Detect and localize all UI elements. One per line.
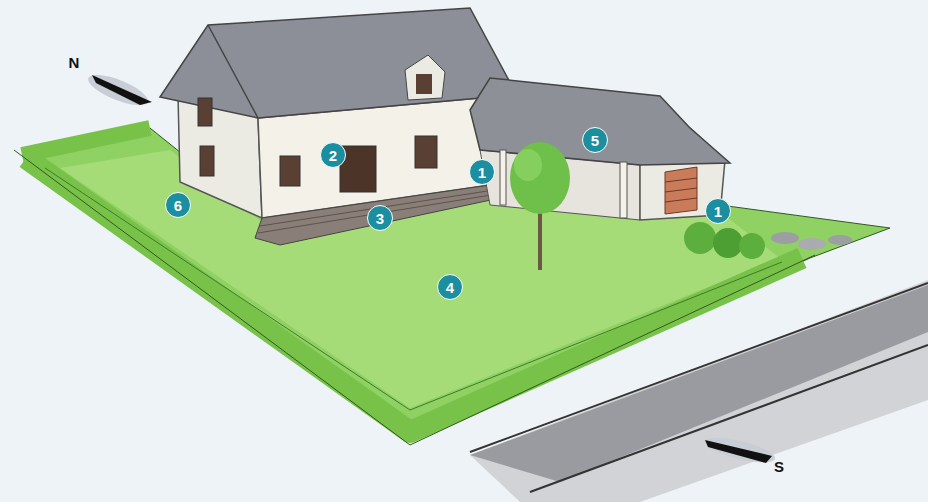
garage-part (470, 78, 730, 165)
house-part (416, 74, 432, 94)
garage-part (665, 167, 697, 214)
callout-number: 5 (582, 127, 608, 153)
callout-number: 4 (437, 274, 463, 300)
house-part (160, 8, 512, 118)
callout-number: 1 (469, 159, 495, 185)
garage-part (500, 150, 506, 205)
shrubs-and-path-part (828, 235, 852, 245)
shrubs-and-path-part (771, 232, 799, 244)
shrubs-and-path-part (713, 228, 743, 258)
garage-part (665, 178, 697, 182)
house-part (198, 98, 212, 126)
compass-arrow-part (85, 69, 152, 112)
deck-steps-part (255, 185, 500, 245)
callout-label: 4 (446, 280, 454, 295)
garage-part (620, 162, 627, 218)
compass-arrow-part (705, 440, 772, 463)
house-part (405, 55, 445, 100)
shrubs-and-path-part (798, 238, 826, 250)
callout-number: 3 (367, 205, 393, 231)
compass-arrow-part (703, 433, 777, 468)
deck-steps (255, 185, 500, 245)
house-part (208, 25, 258, 118)
shrubs-and-path-part (684, 222, 716, 254)
callout-label: 6 (174, 198, 182, 213)
callout-label: 2 (329, 148, 337, 163)
hedge-part (22, 128, 150, 155)
hedge-part (26, 158, 802, 432)
compass-arrow (85, 69, 778, 468)
compass-arrow-part (92, 75, 152, 105)
tree (510, 142, 570, 270)
house-part (415, 136, 437, 168)
shrubs-and-path-part (739, 233, 765, 259)
house (160, 8, 512, 218)
callout-number: 2 (320, 142, 346, 168)
garage (470, 78, 730, 220)
compass-label: N (69, 54, 80, 71)
callout-label: 1 (714, 204, 722, 219)
callout-label: 5 (591, 133, 599, 148)
house-part (280, 156, 300, 186)
hedge-part (45, 168, 782, 410)
callout-label: 3 (376, 211, 384, 226)
house-part (200, 146, 214, 176)
shrubs-and-path (684, 222, 852, 259)
callout-label: 1 (478, 165, 486, 180)
tree-part (510, 142, 570, 214)
road-part (530, 345, 928, 492)
deck-steps-part (258, 194, 497, 233)
tree-part (514, 149, 542, 181)
callout-number: 6 (165, 192, 191, 218)
garage-part (665, 198, 697, 202)
garage-part (665, 188, 697, 192)
callout-number: 1 (705, 198, 731, 224)
compass-label: S (774, 458, 784, 475)
